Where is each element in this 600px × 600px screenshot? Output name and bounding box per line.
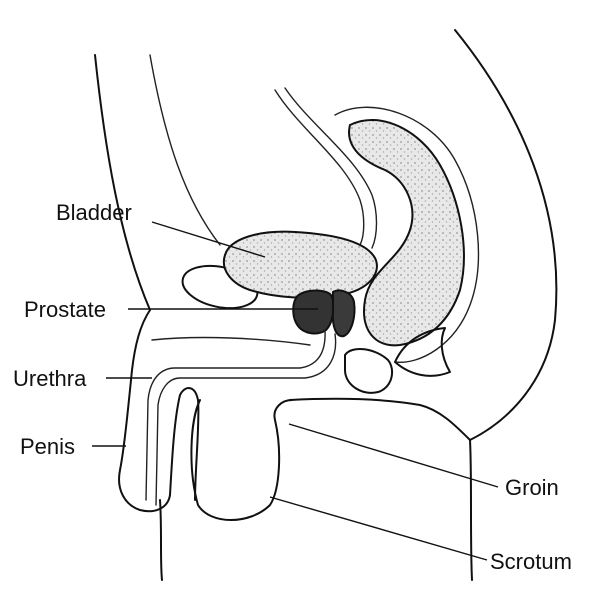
ureter-loop <box>274 89 365 246</box>
penis-shaft-lower <box>169 387 200 501</box>
perineum-line <box>289 397 471 441</box>
scrotum-label: Scrotum <box>490 549 572 574</box>
urethra-label: Urethra <box>13 366 87 391</box>
back-outline <box>454 29 558 441</box>
penis-label: Penis <box>20 434 75 459</box>
ureter-loop-inner <box>284 87 378 249</box>
groin-leader <box>288 423 499 488</box>
penis-outline <box>118 309 171 513</box>
urethra-tube <box>145 329 326 501</box>
prostate-label: Prostate <box>24 297 106 322</box>
bladder-label: Bladder <box>56 200 132 225</box>
back-thigh-outline <box>469 439 473 581</box>
bladder-organ <box>222 230 378 299</box>
urethra-tube-inner <box>155 333 337 506</box>
seminal-vesicle <box>331 289 356 338</box>
groin-label: Groin <box>505 475 559 500</box>
penis-shaft-upper <box>151 336 311 346</box>
bladder-leader <box>151 221 266 258</box>
inner-abdomen-line <box>149 54 221 246</box>
abdomen-outline <box>94 54 151 311</box>
bulb <box>344 348 394 394</box>
prostate-organ <box>292 289 335 335</box>
scrotum-leader <box>269 496 488 561</box>
rectum <box>348 119 465 347</box>
front-thigh-outline <box>159 499 163 581</box>
anal-canal <box>394 327 451 377</box>
scrotum-outline <box>190 399 293 521</box>
